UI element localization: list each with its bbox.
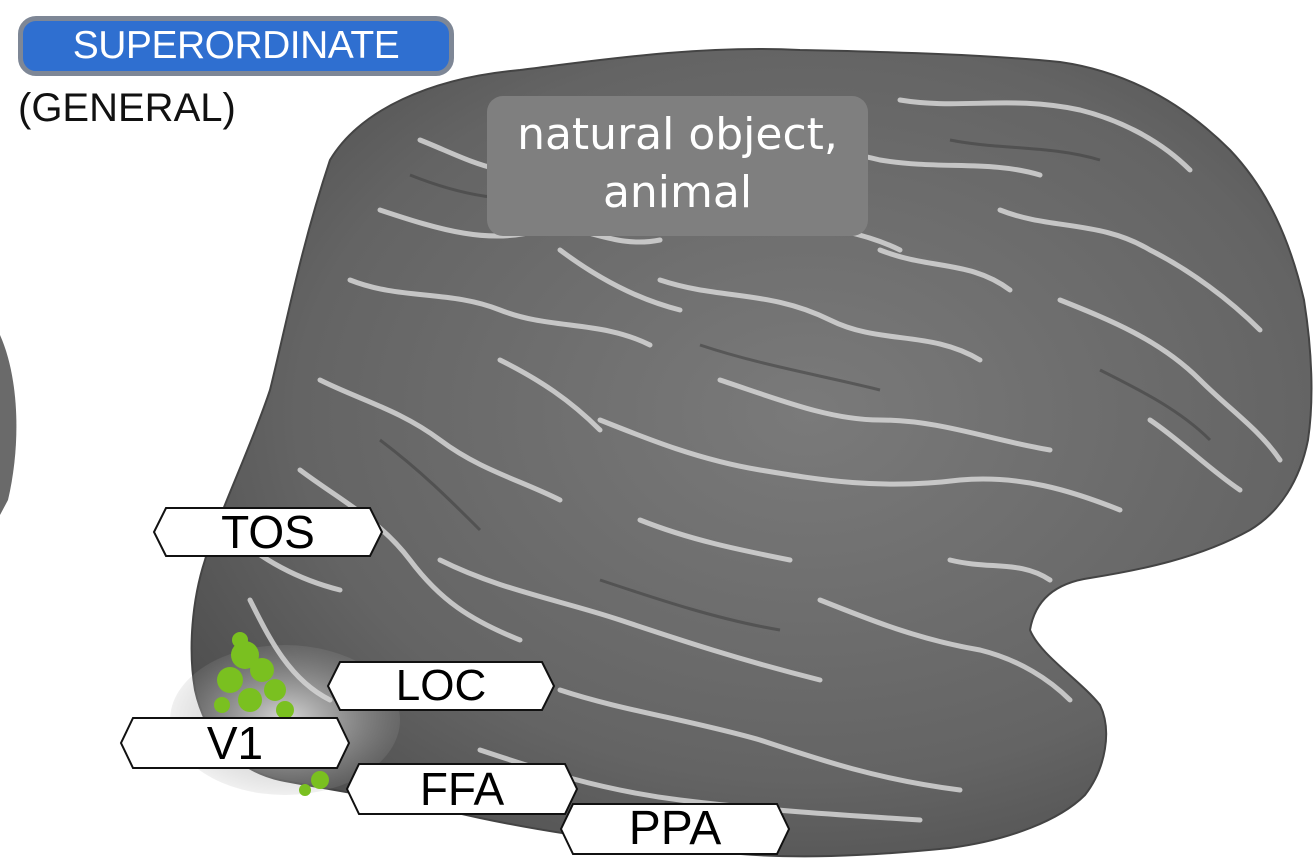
roi-tag-label: FFA: [420, 766, 504, 812]
category-label-box: natural object, animal: [487, 96, 868, 236]
roi-tag-v1: V1: [119, 717, 351, 769]
roi-tag-label: PPA: [629, 805, 721, 853]
roi-tag-ffa: FFA: [345, 763, 579, 815]
roi-tag-loc: LOC: [326, 661, 556, 711]
roi-tag-label: LOC: [396, 664, 486, 708]
adjacent-hemisphere-edge: [0, 335, 16, 515]
level-badge: SUPERORDINATE: [18, 16, 454, 76]
level-sublabel: (GENERAL): [18, 84, 236, 132]
roi-tag-label: V1: [207, 720, 263, 766]
category-line-2: animal: [487, 164, 868, 222]
roi-tag-label: TOS: [221, 509, 315, 555]
roi-tag-tos: TOS: [152, 507, 384, 557]
roi-tag-ppa: PPA: [559, 803, 791, 855]
category-line-1: natural object,: [487, 106, 868, 164]
